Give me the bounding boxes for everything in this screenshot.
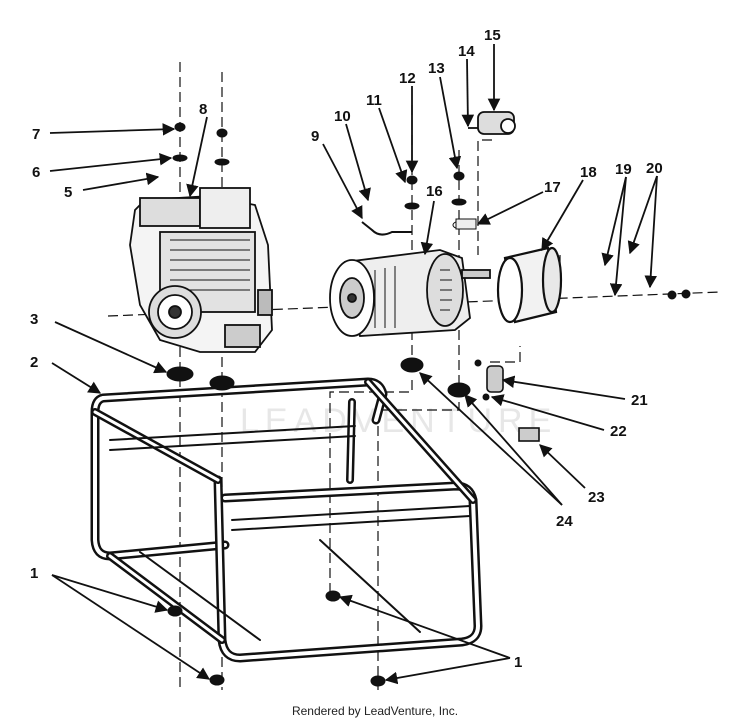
- ground-wire: [361, 221, 412, 236]
- callout-20: 20: [646, 160, 663, 177]
- callout-2: 2: [30, 354, 38, 371]
- callout-22: 22: [610, 423, 627, 440]
- frame: [90, 377, 483, 663]
- callout-7: 7: [32, 126, 40, 143]
- exploded-parts-diagram: LEADVENTURE: [30, 27, 721, 690]
- engine: [129, 187, 273, 353]
- callout-16: 16: [426, 183, 443, 200]
- callout-17: 17: [544, 179, 561, 196]
- callout-8: 8: [199, 101, 207, 118]
- callout-1-left: 1: [30, 565, 38, 582]
- callout-11: 11: [366, 92, 382, 109]
- callout-6: 6: [32, 164, 40, 181]
- capacitor-part: [486, 365, 504, 393]
- small-parts: [166, 122, 691, 687]
- callout-23: 23: [588, 489, 605, 506]
- callout-9: 9: [311, 128, 319, 145]
- callout-5: 5: [64, 184, 72, 201]
- alternator: [329, 249, 491, 337]
- callout-1-right: 1: [514, 654, 522, 671]
- callout-18: 18: [580, 164, 597, 181]
- callout-15: 15: [484, 27, 501, 44]
- end-cover: [496, 246, 563, 324]
- callout-14: 14: [458, 43, 475, 60]
- terminal-block-part: [518, 427, 540, 442]
- receptacle-part: [468, 111, 516, 135]
- callout-13: 13: [428, 60, 445, 77]
- render-credit: Rendered by LeadVenture, Inc.: [291, 704, 459, 718]
- callout-21: 21: [631, 392, 648, 409]
- callout-19: 19: [615, 161, 632, 178]
- callout-24: 24: [556, 513, 573, 530]
- bracket-part: [455, 218, 477, 230]
- callout-labels: 7 6 5 8 3 2 1 1 9 10 11 12 13 14 15 16 1…: [30, 27, 663, 671]
- callout-3: 3: [30, 311, 38, 328]
- leader-lines: [49, 44, 658, 685]
- callout-12: 12: [399, 70, 416, 87]
- callout-10: 10: [334, 108, 351, 125]
